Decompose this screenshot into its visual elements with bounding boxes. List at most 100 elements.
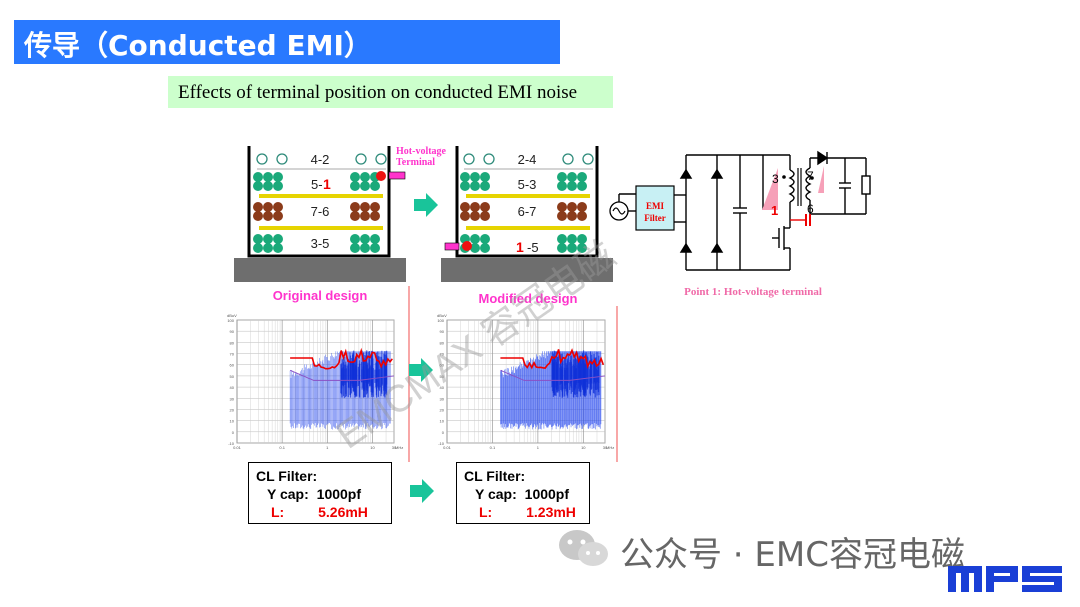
- bobbin-outline: [455, 146, 599, 258]
- modified-caption: Modified design: [479, 291, 578, 306]
- terminal-label: Terminal: [396, 157, 435, 168]
- y-tick-label: 90: [440, 329, 445, 334]
- quasi-peak-trace: [500, 348, 605, 370]
- ycap-label: Y cap:: [475, 486, 517, 502]
- arrow-right-icon: [410, 479, 434, 503]
- x-tick-label: 1: [326, 445, 329, 450]
- limit-line: [500, 369, 606, 381]
- layer-label: 4-2: [311, 152, 330, 167]
- y-tick-label: -10: [228, 441, 235, 446]
- layer-label: 7-6: [311, 204, 330, 219]
- x-tick-label: 30: [392, 445, 397, 450]
- x-tick-label: 1: [537, 445, 540, 450]
- y-tick-label: 60: [230, 363, 235, 368]
- quasi-peak-trace: [290, 347, 393, 370]
- y-tick-label: 20: [230, 407, 235, 412]
- y-tick-label: 60: [440, 363, 445, 368]
- mps-logo: [948, 566, 1062, 592]
- emi-filter-label: EMI: [646, 201, 664, 211]
- subtitle-box: [168, 76, 613, 108]
- x-tick-label: 0.1: [490, 445, 496, 450]
- y-tick-label: 50: [440, 374, 445, 379]
- ycap-value: 1000pf: [316, 486, 362, 502]
- pin-label: 7: [807, 169, 814, 183]
- inductance-value: 5.26mH: [318, 504, 368, 520]
- y-tick-label: 30: [230, 396, 235, 401]
- hot-digit: 1: [323, 176, 331, 192]
- filter-info-modified: CL Filter: Y cap: 1000pf L: 1.23mH: [456, 462, 590, 524]
- x-tick-label: 30: [603, 445, 608, 450]
- y-tick-label: 70: [230, 352, 235, 357]
- y-tick-label: 10: [230, 419, 235, 424]
- y-tick-label: 0: [442, 430, 445, 435]
- y-tick-label: 100: [437, 318, 444, 323]
- pin-label: 1: [771, 203, 778, 218]
- layer-label: 3-5: [311, 236, 330, 251]
- hot-voltage-label: Hot-voltage: [396, 146, 447, 157]
- subtitle: Effects of terminal position on conducte…: [178, 82, 578, 103]
- inductance-value: 1.23mH: [526, 504, 576, 520]
- y-unit: dBuV: [437, 313, 447, 318]
- layer-label: 6-7: [518, 204, 537, 219]
- x-unit: MHz: [606, 445, 614, 450]
- flyback-schematic: [609, 150, 871, 271]
- core-base: [234, 258, 406, 282]
- emi-filter-label: Filter: [644, 213, 666, 223]
- page-title: 传导（Conducted EMI）: [24, 29, 372, 62]
- y-tick-label: 40: [230, 385, 235, 390]
- y-tick-label: 10: [440, 419, 445, 424]
- layer-label: 5-3: [518, 177, 537, 192]
- emi-filter-block: [635, 185, 675, 231]
- wechat-icon: [559, 530, 608, 566]
- x-tick-label: 10: [581, 445, 586, 450]
- y-tick-label: 100: [227, 318, 234, 323]
- y-tick-label: 80: [440, 340, 445, 345]
- bobbin-outline: [247, 146, 391, 258]
- arrow-right-icon: [414, 193, 438, 217]
- terminal-pin: [444, 242, 460, 251]
- layer-label: 5-: [311, 177, 323, 192]
- modified-winding-diagram: 2-4 5-3 6-7 1 -5 Modified design: [441, 146, 613, 306]
- original-winding-diagram: 4-2 5- 1 7-6 3-5 Hot-voltage Terminal Or…: [234, 146, 447, 303]
- y-tick-label: 50: [230, 374, 235, 379]
- dv-dt-wedge-primary: [762, 168, 778, 210]
- terminal-pin: [388, 171, 406, 180]
- watermark-footer: 公众号 · EMC容冠电磁: [620, 535, 965, 575]
- x-tick-label: 10: [370, 445, 375, 450]
- noise-trace: [289, 350, 391, 430]
- y-tick-label: 30: [440, 396, 445, 401]
- y-tick-label: 80: [230, 340, 235, 345]
- hot-terminal-dot: [462, 241, 472, 251]
- pin-label: 3: [772, 172, 779, 186]
- ycap-label: Y cap:: [267, 486, 309, 502]
- y-tick-label: 40: [440, 385, 445, 390]
- dv-dt-wedge-secondary: [818, 166, 824, 193]
- original-caption: Original design: [273, 288, 368, 303]
- y-tick-label: 90: [230, 329, 235, 334]
- hot-digit: 1: [516, 239, 524, 255]
- y-tick-label: -10: [438, 441, 445, 446]
- ycap-value: 1000pf: [524, 486, 570, 502]
- limit-line: [289, 369, 395, 381]
- filter-info-original: CL Filter: Y cap: 1000pf L: 5.26mH: [248, 462, 392, 524]
- x-tick-label: 0.01: [443, 445, 452, 450]
- x-tick-label: 0.1: [279, 445, 285, 450]
- title-bar: [14, 20, 560, 64]
- layer-label: -5: [527, 240, 539, 255]
- layer-label: 2-4: [518, 152, 537, 167]
- pin-label: 6: [807, 202, 814, 216]
- x-tick-label: 0.01: [233, 445, 242, 450]
- schematic-caption: Point 1: Hot-voltage terminal: [684, 286, 822, 298]
- filter-title: CL Filter:: [464, 468, 526, 484]
- hot-terminal-dot: [376, 171, 386, 181]
- filter-title: CL Filter:: [256, 468, 318, 484]
- noise-trace: [500, 350, 602, 430]
- inductance-label: L:: [479, 504, 493, 520]
- y-tick-label: 20: [440, 407, 445, 412]
- inductance-label: L:: [271, 504, 285, 520]
- x-unit: MHz: [395, 445, 403, 450]
- core-base: [441, 258, 613, 282]
